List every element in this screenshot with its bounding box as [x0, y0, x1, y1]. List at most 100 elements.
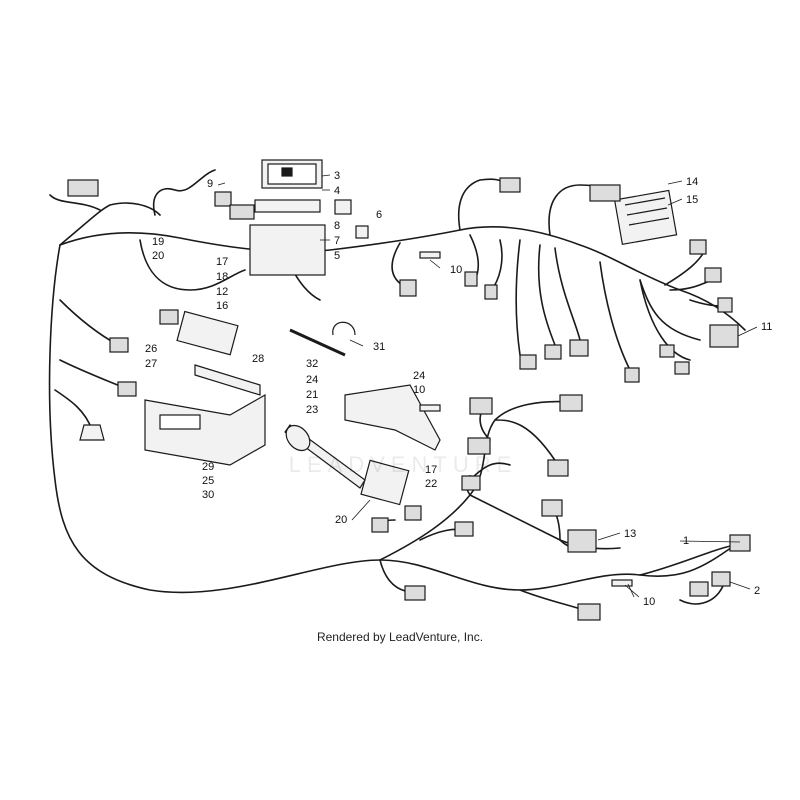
- connector: [499, 177, 521, 193]
- cable-tie: [289, 328, 346, 357]
- connector: [467, 437, 491, 455]
- connector: [709, 324, 739, 348]
- harness-upper-loop: [153, 169, 216, 216]
- callout-21: 21: [306, 389, 318, 401]
- harness-right-branch-7: [664, 249, 706, 286]
- connector: [159, 309, 179, 325]
- callout-29: 29: [202, 461, 214, 473]
- harness-right-branch-6: [639, 279, 691, 361]
- connector: [117, 381, 137, 397]
- harness-mid-drop: [391, 242, 403, 286]
- harness-trunk-left: [48, 244, 736, 594]
- harness-left-drop-1: [59, 299, 119, 346]
- harness-right-branch-1: [515, 239, 521, 356]
- harness-top-left: [59, 202, 161, 246]
- connector: [689, 239, 707, 255]
- voltage-regulator: [613, 189, 678, 246]
- clip-bracket: [419, 404, 441, 412]
- harness-right-branch-5: [639, 279, 701, 341]
- render-caption: Rendered by LeadVenture, Inc.: [316, 630, 484, 644]
- harness-left-drop-2: [59, 359, 126, 389]
- connector: [371, 517, 389, 533]
- connector: [469, 397, 493, 415]
- harness-top-left-2: [49, 194, 101, 211]
- callout-14: 14: [686, 176, 698, 188]
- wire-clip: [332, 321, 356, 336]
- harness-branch-lower: [469, 494, 621, 550]
- connector: [689, 581, 709, 597]
- callout-26: 26: [145, 343, 157, 355]
- connector: [454, 521, 474, 537]
- callout-9: 9: [207, 178, 213, 190]
- callout-18: 18: [216, 271, 228, 283]
- callout-13: 13: [624, 528, 636, 540]
- connector: [659, 344, 675, 358]
- relay: [334, 199, 352, 215]
- harness-left-drop-3: [54, 389, 93, 431]
- connector: [404, 585, 426, 601]
- harness-right-branch-4: [599, 261, 631, 371]
- harness-top-center: [457, 178, 506, 231]
- callout-27: 27: [145, 358, 157, 370]
- callout-10-bottom: 10: [643, 596, 655, 608]
- callout-15: 15: [686, 194, 698, 206]
- connector: [559, 394, 583, 412]
- harness-small-loop-2: [489, 239, 503, 293]
- harness-right-branch-2: [537, 244, 556, 346]
- callout-2: 2: [754, 585, 760, 597]
- callout-1: 1: [683, 535, 689, 547]
- callout-28: 28: [252, 353, 264, 365]
- harness-branch-i: [494, 419, 561, 469]
- connector: [484, 284, 498, 300]
- connector: [541, 499, 563, 517]
- actuator-motor: [360, 459, 410, 506]
- callout-17-top: 17: [216, 256, 228, 268]
- callout-24-left: 24: [306, 374, 318, 386]
- callout-11: 11: [761, 321, 772, 333]
- callout-30: 30: [202, 489, 214, 501]
- callout-24-right: 24: [413, 370, 425, 382]
- connector: [229, 204, 255, 220]
- harness-right-branch-3: [554, 247, 581, 341]
- callout-7: 7: [334, 235, 340, 247]
- connector: [464, 271, 478, 287]
- callout-17-bottom: 17: [425, 464, 437, 476]
- clip-bracket: [611, 579, 633, 587]
- connector: [567, 529, 597, 553]
- harness-trunk-upper: [59, 226, 746, 331]
- callout-10-top: 10: [450, 264, 462, 276]
- harness-relay-loop: [139, 239, 246, 291]
- callout-5: 5: [334, 250, 340, 262]
- callout-19: 19: [152, 236, 164, 248]
- support-plate: [344, 384, 441, 451]
- callout-20-top: 20: [152, 250, 164, 262]
- callout-10-mid: 10: [413, 384, 425, 396]
- connector: [704, 267, 722, 283]
- fuse-box-cover: [261, 159, 323, 189]
- fuse-box-base: [249, 199, 326, 276]
- callout-labels: 1 2 3 4 5 6 7 8 9 10 10 10 11 12 13 14 1…: [145, 170, 772, 608]
- connector: [404, 505, 422, 521]
- connector: [569, 339, 589, 357]
- connector: [544, 344, 562, 360]
- callout-8: 8: [334, 220, 340, 232]
- connector: [589, 184, 621, 202]
- sensor-bulb: [79, 424, 105, 441]
- callout-20-bottom: 20: [335, 514, 347, 526]
- relay-small: [355, 225, 369, 239]
- callout-3: 3: [334, 170, 340, 182]
- connector: [547, 459, 569, 477]
- callout-22: 22: [425, 478, 437, 490]
- connector: [109, 337, 129, 353]
- connector: [214, 191, 232, 207]
- callout-4: 4: [334, 185, 340, 197]
- connector: [674, 361, 690, 375]
- connector: [461, 475, 481, 491]
- callout-12: 12: [216, 286, 228, 298]
- callout-31: 31: [373, 341, 385, 353]
- connector: [711, 571, 731, 587]
- connector: [67, 179, 99, 197]
- connector: [624, 367, 640, 383]
- connector: [729, 534, 751, 552]
